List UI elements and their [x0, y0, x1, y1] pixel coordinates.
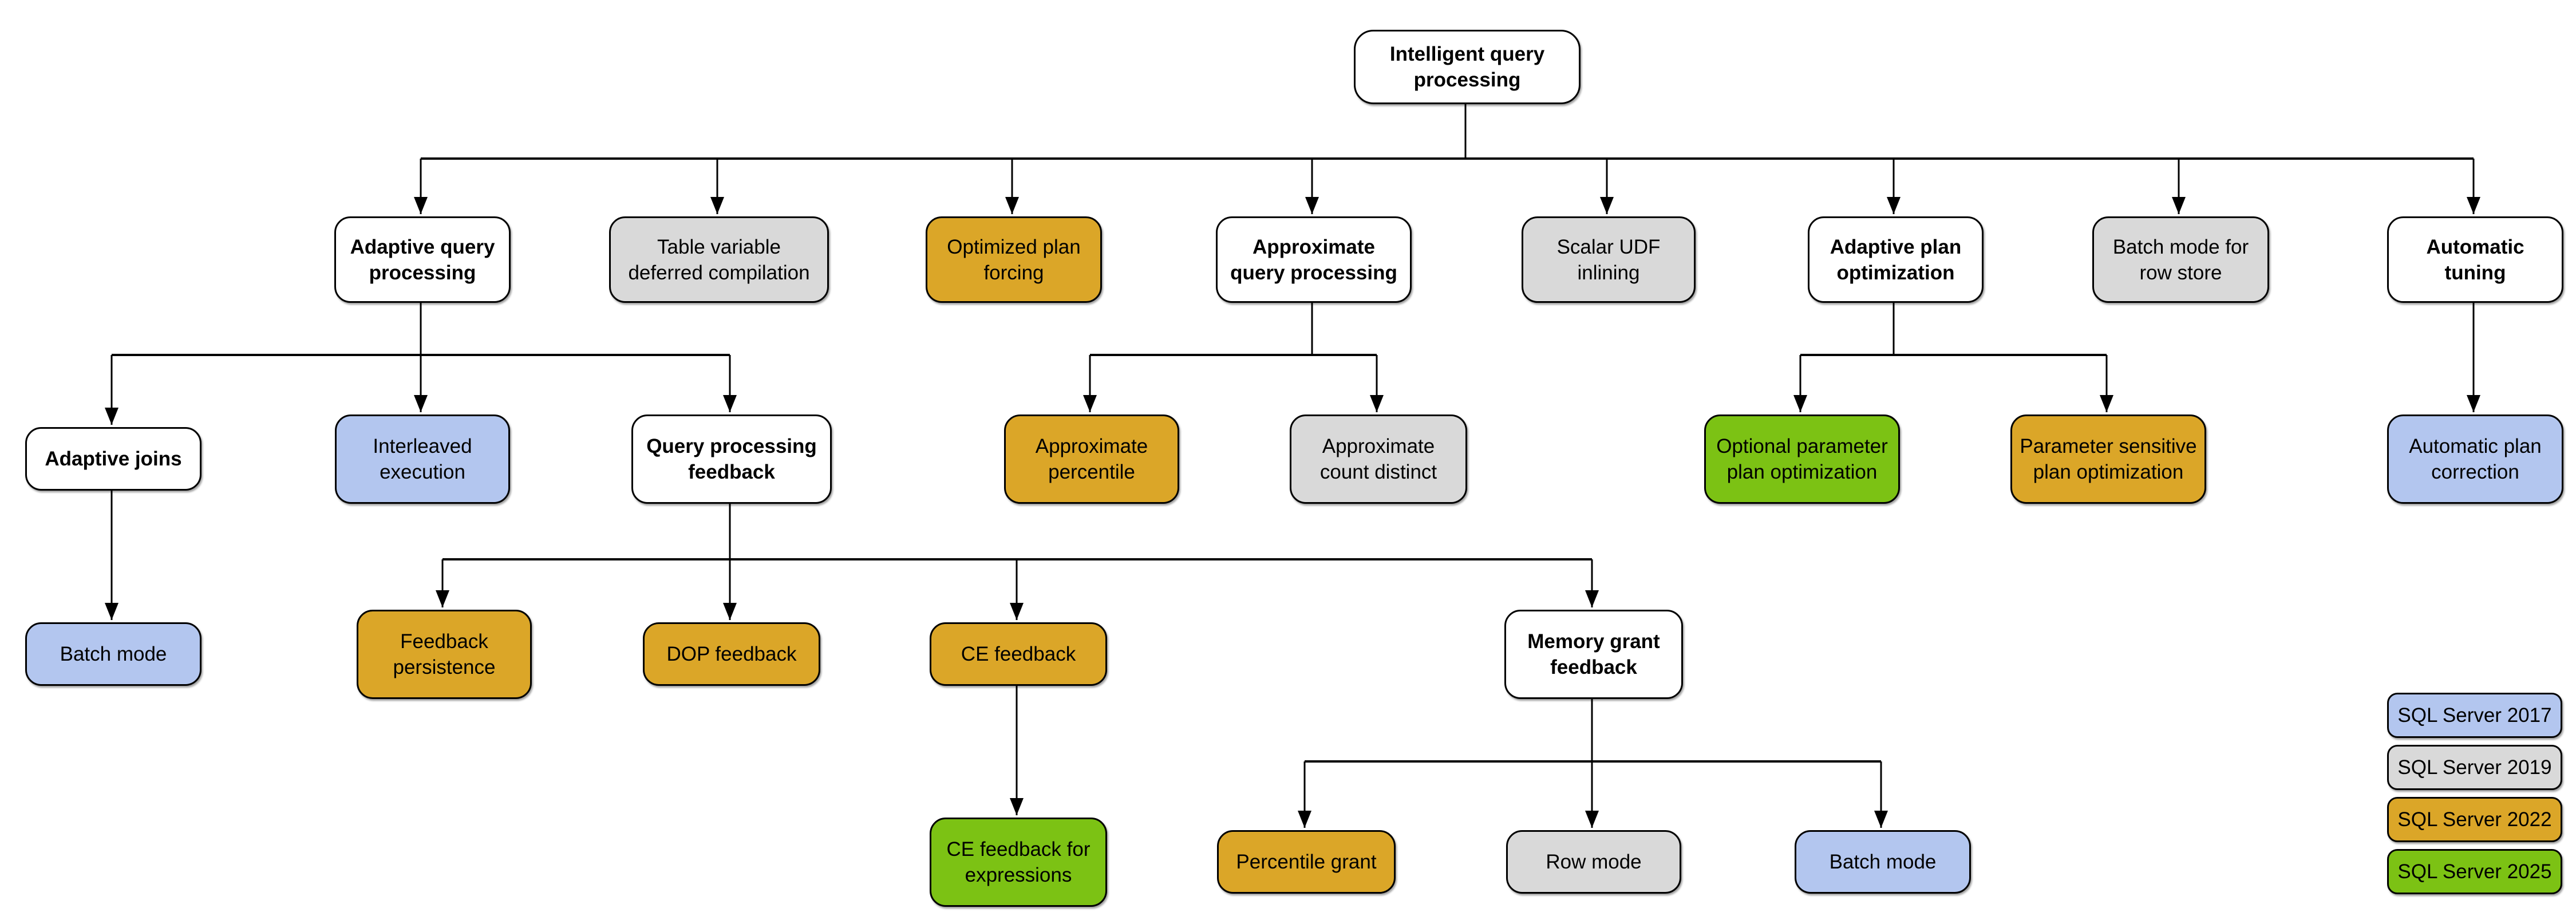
node-label: Automatic tuning — [2426, 235, 2524, 284]
node-batch-mode-adaptive-joins: Batch mode — [25, 622, 202, 686]
legend-label: SQL Server 2019 — [2397, 756, 2552, 779]
node-label: Feedback persistence — [393, 630, 496, 678]
node-label: Approximate query processing — [1230, 235, 1397, 284]
node-batch-mode-memory-grant: Batch mode — [1795, 830, 1971, 894]
node-batch-mode-for-row-store: Batch mode for row store — [2092, 216, 2269, 303]
node-adaptive-plan-optimization: Adaptive plan optimization — [1808, 216, 1984, 303]
node-label: Interleaved execution — [373, 435, 472, 483]
node-label: Adaptive joins — [45, 448, 182, 470]
node-optimized-plan-forcing: Optimized plan forcing — [926, 216, 1102, 303]
legend-label: SQL Server 2017 — [2397, 704, 2552, 727]
node-label: Percentile grant — [1236, 851, 1377, 873]
node-intelligent-query-processing: Intelligent query processing — [1354, 30, 1581, 104]
legend-sql-server-2025: SQL Server 2025 — [2387, 849, 2562, 894]
node-automatic-tuning: Automatic tuning — [2387, 216, 2563, 303]
node-optional-parameter-plan-optimization: Optional parameter plan optimization — [1704, 414, 1900, 504]
node-dop-feedback: DOP feedback — [643, 622, 820, 686]
node-label: Optional parameter plan optimization — [1716, 435, 1888, 483]
node-ce-feedback: CE feedback — [930, 622, 1107, 686]
node-query-processing-feedback: Query processing feedback — [631, 414, 832, 504]
node-label: CE feedback for expressions — [946, 838, 1091, 886]
legend-label: SQL Server 2025 — [2397, 860, 2552, 883]
node-label: Memory grant feedback — [1527, 630, 1660, 678]
node-row-mode: Row mode — [1506, 830, 1681, 894]
legend-sql-server-2017: SQL Server 2017 — [2387, 693, 2562, 738]
node-ce-feedback-for-expressions: CE feedback for expressions — [930, 818, 1107, 907]
node-interleaved-execution: Interleaved execution — [335, 414, 510, 504]
node-approximate-percentile: Approximate percentile — [1004, 414, 1179, 504]
node-table-variable-deferred-compilation: Table variable deferred compilation — [609, 216, 829, 303]
node-parameter-sensitive-plan-optimization: Parameter sensitive plan optimization — [2010, 414, 2206, 504]
node-approximate-query-processing: Approximate query processing — [1216, 216, 1412, 303]
node-label: Automatic plan correction — [2409, 435, 2542, 483]
legend-sql-server-2022: SQL Server 2022 — [2387, 797, 2562, 842]
node-label: Row mode — [1546, 851, 1642, 873]
node-memory-grant-feedback: Memory grant feedback — [1504, 610, 1683, 699]
node-label: Approximate count distinct — [1319, 435, 1437, 483]
node-adaptive-joins: Adaptive joins — [25, 427, 202, 491]
node-label: Approximate percentile — [1035, 435, 1148, 483]
node-label: Optimized plan forcing — [947, 235, 1081, 284]
node-label: Batch mode — [1829, 851, 1937, 873]
node-label: Query processing feedback — [646, 435, 817, 483]
node-percentile-grant: Percentile grant — [1217, 830, 1396, 894]
node-automatic-plan-correction: Automatic plan correction — [2387, 414, 2563, 504]
legend-sql-server-2019: SQL Server 2019 — [2387, 745, 2562, 790]
node-label: DOP feedback — [666, 643, 797, 665]
node-label: Scalar UDF inlining — [1556, 235, 1661, 284]
node-label: Table variable deferred compilation — [628, 235, 810, 284]
node-feedback-persistence: Feedback persistence — [357, 610, 532, 699]
node-label: Intelligent query processing — [1389, 43, 1545, 91]
node-adaptive-query-processing: Adaptive query processing — [334, 216, 511, 303]
node-label: Parameter sensitive plan optimization — [2020, 435, 2197, 483]
node-scalar-udf-inlining: Scalar UDF inlining — [1522, 216, 1696, 303]
node-label: Batch mode for row store — [2112, 235, 2249, 284]
node-label: Adaptive plan optimization — [1830, 235, 1962, 284]
node-label: Adaptive query processing — [350, 235, 495, 284]
node-label: CE feedback — [961, 643, 1076, 665]
legend-label: SQL Server 2022 — [2397, 808, 2552, 831]
node-label: Batch mode — [60, 643, 167, 665]
node-approximate-count-distinct: Approximate count distinct — [1290, 414, 1467, 504]
